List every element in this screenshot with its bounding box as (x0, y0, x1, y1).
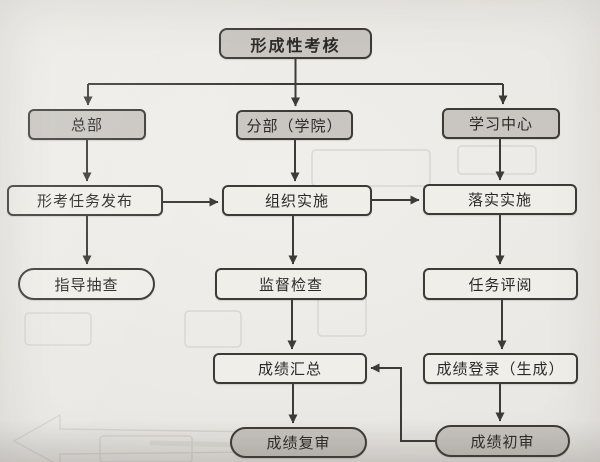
node-branch-college: 分部（学院） (236, 110, 353, 140)
node-organize-implementation: 组织实施 (222, 185, 372, 216)
ghost-box (99, 435, 193, 462)
node-supervision-inspection: 监督检查 (215, 268, 367, 300)
node-learning-center: 学习中心 (442, 108, 560, 139)
node-task-grading: 任务评阅 (423, 268, 578, 300)
node-score-initial-review: 成绩初审 (435, 425, 570, 457)
node-headquarters: 总部 (28, 109, 146, 140)
node-score-entry: 成绩登录（生成） (423, 353, 578, 384)
ghost-box (311, 149, 431, 187)
ghost-box (24, 312, 92, 346)
node-task-publish: 形考任务发布 (7, 185, 163, 216)
node-implement-execution: 落实实施 (423, 184, 577, 215)
node-formative-assessment: 形成性考核 (219, 28, 372, 59)
ghost-box (184, 310, 242, 348)
node-guidance-spot-check: 指导抽查 (18, 268, 155, 300)
node-score-final-review: 成绩复审 (230, 427, 367, 458)
edge-initialreview-to-summary (370, 363, 435, 442)
node-score-summary: 成绩汇总 (213, 353, 367, 384)
